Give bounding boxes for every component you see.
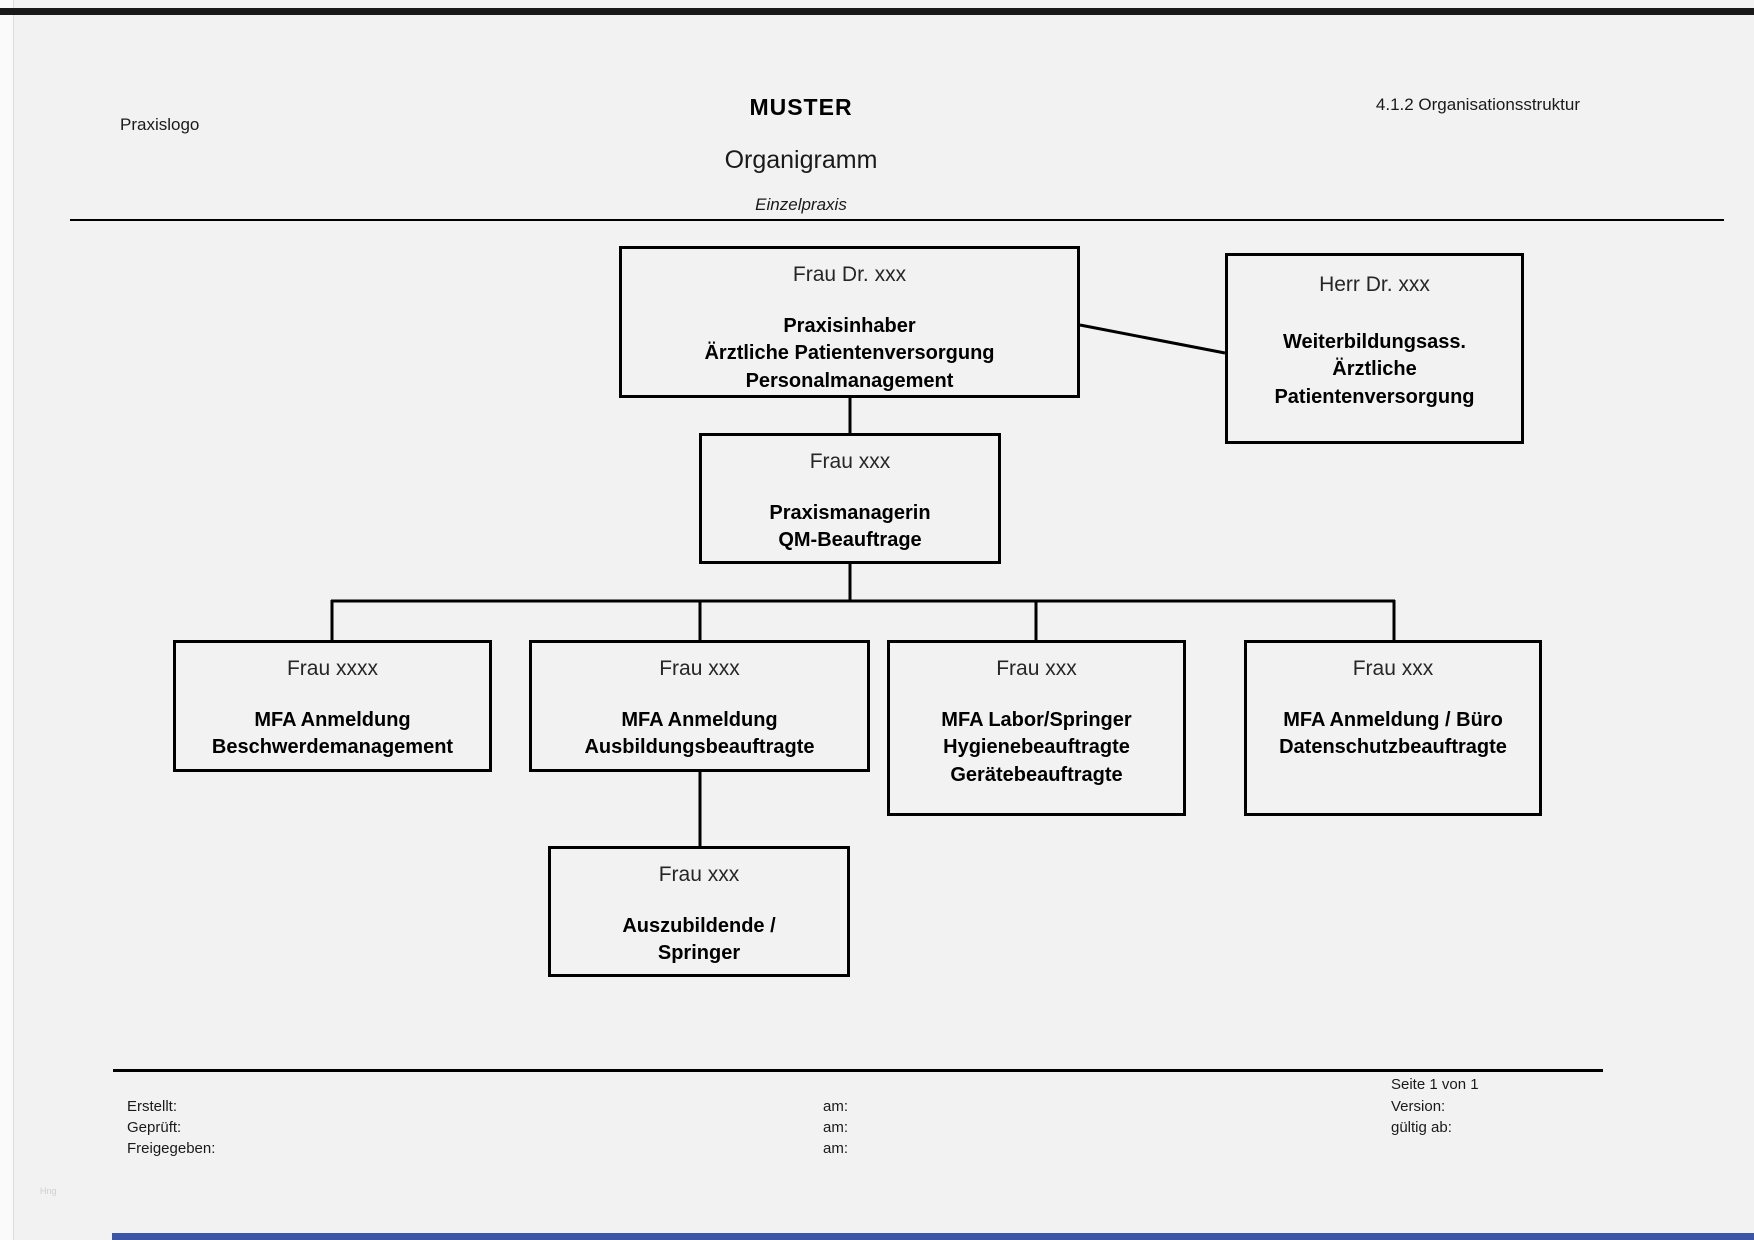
role-line: Datenschutzbeauftragte	[1279, 736, 1507, 759]
person-name: Herr Dr. xxx	[1319, 273, 1430, 296]
role-line: Ärztliche Patientenversorgung	[704, 342, 995, 365]
checked-label: Geprüft:	[127, 1119, 182, 1136]
valid-from-label: gültig ab:	[1391, 1119, 1452, 1136]
practice-logo-placeholder: Praxislogo	[120, 115, 200, 134]
released-date-label: am:	[823, 1140, 849, 1157]
role-line: Auszubildende /	[622, 915, 776, 938]
person-name: Frau xxx	[996, 657, 1077, 680]
person-name: Frau xxx	[1352, 657, 1434, 680]
page-title: Organigramm	[724, 146, 878, 174]
role-line: MFA Anmeldung / Büro	[1283, 709, 1503, 732]
checked-date-label: am:	[823, 1119, 849, 1136]
created-date-label: am:	[823, 1098, 849, 1115]
page-number-label: Seite 1 von 1	[1391, 1076, 1479, 1093]
role-line: Praxisinhaber	[783, 315, 916, 338]
created-label: Erstellt:	[127, 1098, 178, 1115]
role-line: QM-Beauftrage	[778, 529, 922, 552]
orgbox-staff-reception-training: Frau xxx MFA Anmeldung Ausbildungsbeauft…	[529, 640, 870, 772]
faint-watermark-text: Hng	[40, 1186, 57, 1196]
document-title: MUSTER	[749, 94, 853, 120]
bottom-accent-bar	[112, 1233, 1754, 1240]
role-line: Ausbildungsbeauftragte	[584, 736, 815, 759]
role-line: Gerätebeauftragte	[950, 763, 1123, 786]
person-name: Frau xxxx	[286, 657, 378, 680]
page-left-margin-strip	[0, 0, 14, 1240]
role-line: MFA Anmeldung	[254, 709, 411, 732]
role-line: Weiterbildungsass.	[1282, 331, 1466, 354]
role-line: Praxismanagerin	[769, 502, 931, 525]
orgbox-staff-reception-complaints: Frau xxxx MFA Anmeldung Beschwerdemanage…	[173, 640, 492, 772]
practice-type-label: Einzelpraxis	[755, 195, 847, 214]
person-name: Frau Dr. xxx	[792, 263, 907, 286]
orgbox-staff-lab-hygiene: Frau xxx MFA Labor/Springer Hygienebeauf…	[887, 640, 1186, 816]
orgbox-trainee: Frau xxx Auszubildende / Springer	[548, 846, 850, 977]
top-dark-bar	[0, 8, 1754, 15]
role-line: Personalmanagement	[745, 369, 954, 392]
connector-owner-assistant	[1079, 323, 1226, 355]
person-name: Frau xxx	[658, 863, 740, 886]
role-line: Patientenversorgung	[1274, 385, 1475, 408]
orgbox-staff-office-privacy: Frau xxx MFA Anmeldung / Büro Datenschut…	[1244, 640, 1542, 816]
role-line: Ärztliche	[1332, 358, 1417, 381]
orgbox-practice-manager: Frau xxx Praxismanagerin QM-Beauftrage	[699, 433, 1001, 564]
document-number: 4.1.2 Organisationsstruktur	[1375, 95, 1580, 114]
person-name: Frau xxx	[659, 657, 740, 680]
role-line: MFA Anmeldung	[621, 709, 778, 732]
header-separator-line	[70, 219, 1724, 221]
person-name: Frau xxx	[809, 450, 891, 473]
role-line: Beschwerdemanagement	[211, 736, 454, 759]
released-label: Freigegeben:	[127, 1140, 216, 1157]
orgbox-training-assistant: Herr Dr. xxx Weiterbildungsass. Ärztlich…	[1225, 253, 1524, 444]
version-label: Version:	[1391, 1098, 1446, 1115]
role-line: MFA Labor/Springer	[941, 709, 1132, 732]
footer-separator-line	[113, 1069, 1603, 1072]
role-line: Hygienebeauftragte	[943, 736, 1130, 759]
role-line: Springer	[657, 942, 741, 965]
orgbox-practice-owner: Frau Dr. xxx Praxisinhaber Ärztliche Pat…	[619, 246, 1080, 398]
